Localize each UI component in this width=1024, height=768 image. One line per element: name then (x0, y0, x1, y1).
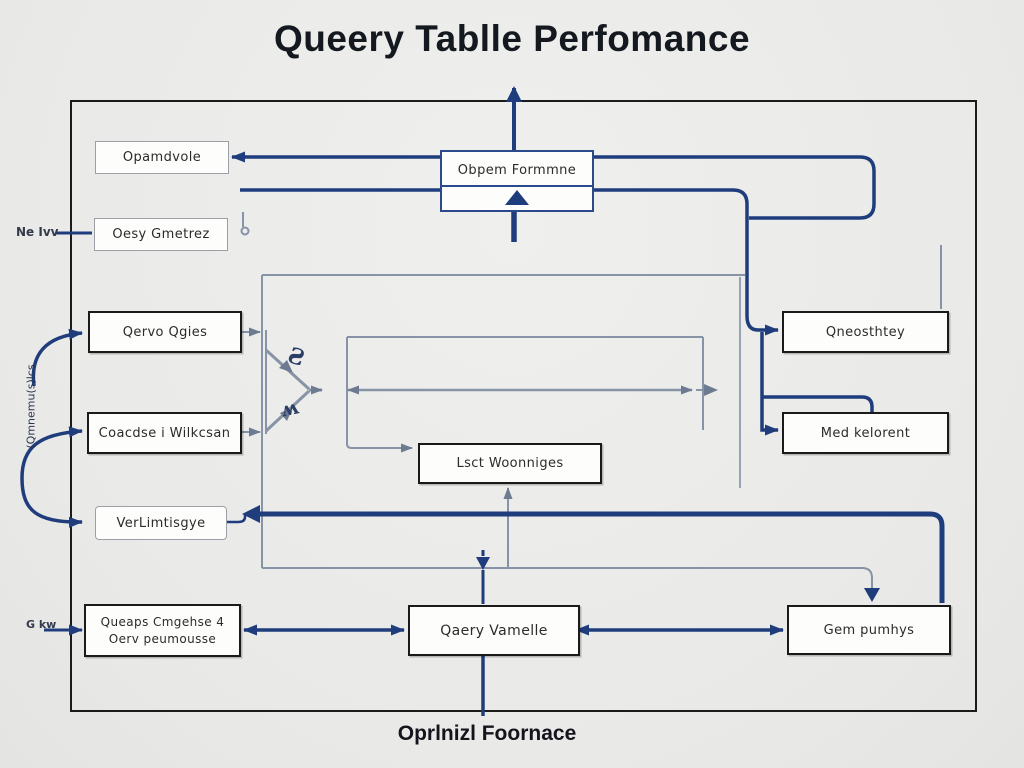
node-right-top: Qneosthtey (782, 311, 949, 353)
node-top-center: Obpem Formmne (440, 150, 594, 191)
node-label: VerLimtisgye (116, 515, 206, 531)
up-arrowhead-icon (505, 190, 529, 205)
node-label: Coacdse i Wilkcsan (98, 425, 231, 441)
node-label-line2: Oerv peumousse (108, 631, 217, 646)
node-query-gmetrez: Oesy Gmetrez (94, 218, 228, 251)
node-label: Qervo Qgies (122, 324, 208, 340)
node-center: Lsct Woonniges (418, 443, 602, 484)
annotation-ne-ivv: Ne Ivv (16, 225, 59, 239)
node-top-left: Opamdvole (95, 141, 229, 174)
node-label: Qneosthtey (825, 324, 906, 340)
node-label-line1: Queaps Cmgehse 4 (100, 615, 225, 630)
outer-frame (70, 100, 977, 712)
node-label: Qaery Vamelle (440, 622, 548, 639)
node-label: Opamdvole (122, 150, 202, 165)
node-qervo-qgies: Qervo Qgies (88, 311, 242, 353)
node-label: Lsct Woonniges (456, 456, 564, 471)
diagram-title: Queery Tablle Perfomance (273, 18, 751, 59)
navy-connector-group (20, 86, 945, 716)
node-bottom-left: Queaps Cmgehse 4 Oerv peumousse (84, 604, 241, 657)
node-label: Oesy Gmetrez (112, 227, 210, 242)
annotation-rotated-left: (Qmnemu(s)lcs (24, 364, 38, 449)
node-coacdse: Coacdse i Wilkcsan (87, 412, 242, 454)
annotation-g-kw: G kw (26, 618, 57, 631)
node-verlimtisgye: VerLimtisgye (95, 506, 227, 540)
gray-connector-group (238, 212, 942, 602)
node-label: Obpem Formmne (457, 163, 577, 178)
node-top-center-sub (440, 185, 594, 212)
node-bottom-center: Qaery Vamelle (408, 605, 580, 656)
node-right-middle: Med kelorent (782, 412, 949, 454)
footer-label: Oprlnizl Foornace (397, 722, 577, 745)
node-label: Med kelorent (820, 425, 911, 441)
node-label: Gem pumhys (823, 622, 915, 638)
node-right-bottom: Gem pumhys (787, 605, 951, 655)
